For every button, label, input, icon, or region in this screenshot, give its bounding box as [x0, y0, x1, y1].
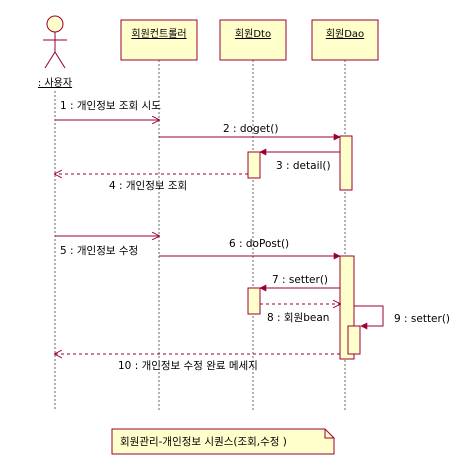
object-dto-label: 회원Dto — [235, 28, 271, 40]
activation-dto-1 — [247, 151, 261, 179]
actor-name: : 사용자 — [38, 77, 72, 89]
actor-figure[interactable] — [43, 15, 67, 69]
note-text: 회원관리-개인정보 시퀀스(조회,수정 ) — [120, 436, 287, 448]
message-7-label: 7 : setter() — [272, 274, 328, 286]
object-dao[interactable]: 회원Dao — [311, 19, 379, 61]
object-controller-label: 회원컨트롤러 — [131, 28, 186, 40]
activation-dto-2 — [247, 287, 261, 315]
message-5-label: 5 : 개인정보 수정 — [60, 245, 138, 257]
object-dto[interactable]: 회원Dto — [219, 19, 287, 61]
message-1-label: 1 : 개인정보 조회 시도 — [60, 100, 161, 112]
actor-head-icon — [46, 15, 64, 33]
activation-dao-nested — [347, 325, 361, 355]
activation-dao-1 — [339, 135, 353, 191]
message-8-label: 8 : 회원bean — [267, 312, 329, 324]
message-10-label: 10 : 개인정보 수정 완료 메세지 — [118, 359, 258, 372]
diagram-note[interactable]: 회원관리-개인정보 시퀀스(조회,수정 ) — [111, 428, 335, 455]
message-3-label: 3 : detail() — [276, 160, 331, 172]
message-9-arrow — [354, 305, 384, 330]
object-controller[interactable]: 회원컨트롤러 — [120, 19, 198, 61]
object-dao-label: 회원Dao — [326, 28, 364, 40]
message-2-label: 2 : doget() — [223, 123, 278, 135]
message-6-label: 6 : doPost() — [229, 238, 289, 250]
message-9-label: 9 : setter() — [394, 313, 450, 325]
message-4-label: 4 : 개인정보 조회 — [109, 180, 187, 192]
